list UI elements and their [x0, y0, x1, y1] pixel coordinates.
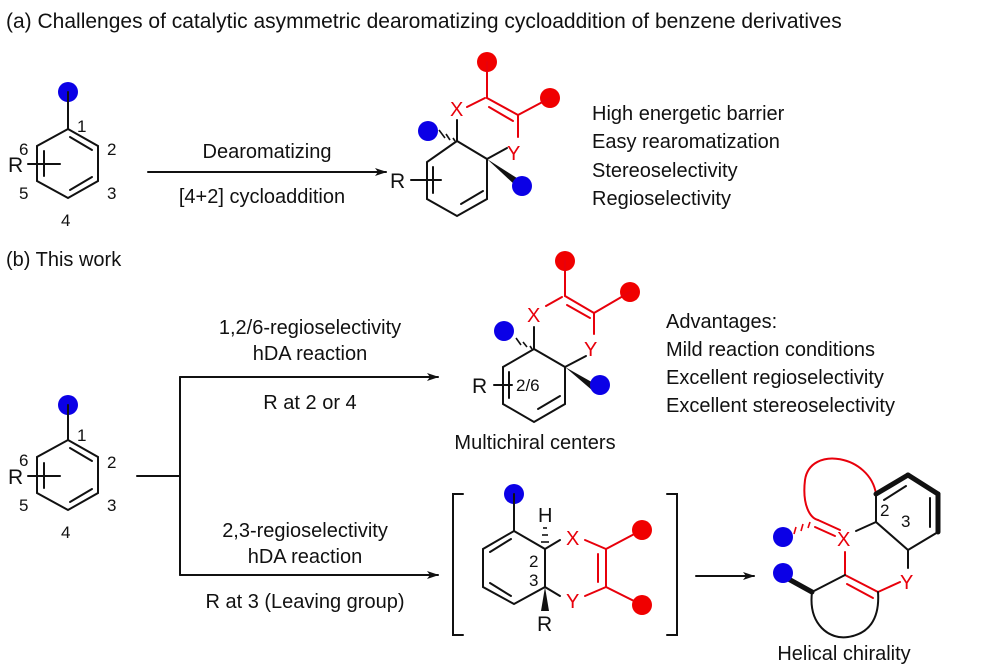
caption-multichiral-centers: Multichiral centers	[454, 432, 615, 454]
substituent-r: R	[537, 613, 552, 636]
position-2: 2	[107, 453, 116, 472]
arrow-label-cycloaddition: [4+2] cycloaddition	[179, 186, 345, 208]
helical-product: X 2 3 Y	[773, 457, 941, 639]
panel-a-title: (a) Challenges of catalytic asymmetric d…	[6, 10, 842, 33]
challenge-item: Regioselectivity	[592, 188, 731, 210]
substituent-r: R	[390, 170, 405, 193]
heteroatom-y: Y	[507, 143, 520, 165]
caption-helical-chirality: Helical chirality	[777, 643, 910, 665]
substituent-r: R	[8, 154, 23, 177]
position-5: 5	[19, 496, 28, 515]
cycloadduct-product-a: X Y R	[390, 52, 560, 218]
challenge-item: High energetic barrier	[592, 103, 785, 125]
heteroatom-y: Y	[566, 591, 579, 613]
heteroatom-x: X	[450, 99, 463, 121]
position-3: 3	[107, 496, 116, 515]
ring-position-label: 2/6	[516, 376, 540, 395]
upper-product: X Y R 2/6	[472, 251, 640, 424]
upper-branch-label-2: hDA reaction	[253, 343, 368, 365]
challenge-item: Easy rearomatization	[592, 131, 780, 153]
benzene-substrate-b: R 1 2 3 4 5 6	[8, 395, 116, 542]
position-1: 1	[77, 117, 86, 136]
upper-branch-condition: R at 2 or 4	[263, 392, 356, 414]
panel-b-title: (b) This work	[6, 249, 122, 271]
lower-branch-label-1: 2,3-regioselectivity	[222, 520, 388, 542]
position-3-label: 3	[529, 571, 538, 590]
position-4: 4	[61, 211, 70, 230]
position-5: 5	[19, 184, 28, 203]
upper-branch-label-1: 1,2/6-regioselectivity	[219, 317, 401, 339]
advantage-item: Excellent regioselectivity	[666, 367, 884, 389]
branching-arrows	[136, 373, 439, 579]
benzene-substrate-a: R 1 2 3 4 5 6	[8, 82, 116, 230]
position-2: 2	[107, 140, 116, 159]
position-4: 4	[61, 523, 70, 542]
heteroatom-x: X	[527, 305, 540, 327]
heteroatom-x: X	[566, 528, 579, 550]
advantage-item: Mild reaction conditions	[666, 339, 875, 361]
challenges-list: High energetic barrier Easy rearomatizat…	[592, 103, 785, 210]
substituent-r: R	[472, 375, 487, 398]
lower-branch-label-2: hDA reaction	[248, 546, 363, 568]
heteroatom-x: X	[837, 529, 850, 551]
position-1: 1	[77, 426, 86, 445]
h-label: H	[538, 505, 552, 527]
bracketed-intermediate: H 2 3 R X Y	[452, 484, 678, 636]
heteroatom-y: Y	[900, 572, 913, 594]
position-6: 6	[19, 451, 28, 470]
advantages-heading: Advantages:	[666, 311, 777, 333]
challenge-item: Stereoselectivity	[592, 160, 738, 182]
position-2-label: 2	[529, 552, 538, 571]
position-2-label: 2	[880, 501, 889, 520]
heteroatom-y: Y	[584, 339, 597, 361]
arrow-label-dearomatizing: Dearomatizing	[203, 141, 332, 163]
advantages-list: Advantages: Mild reaction conditions Exc…	[666, 311, 895, 417]
position-3-label: 3	[901, 512, 910, 531]
lower-branch-condition: R at 3 (Leaving group)	[205, 591, 404, 613]
position-3: 3	[107, 184, 116, 203]
advantage-item: Excellent stereoselectivity	[666, 395, 895, 417]
substituent-r: R	[8, 466, 23, 489]
position-6: 6	[19, 140, 28, 159]
